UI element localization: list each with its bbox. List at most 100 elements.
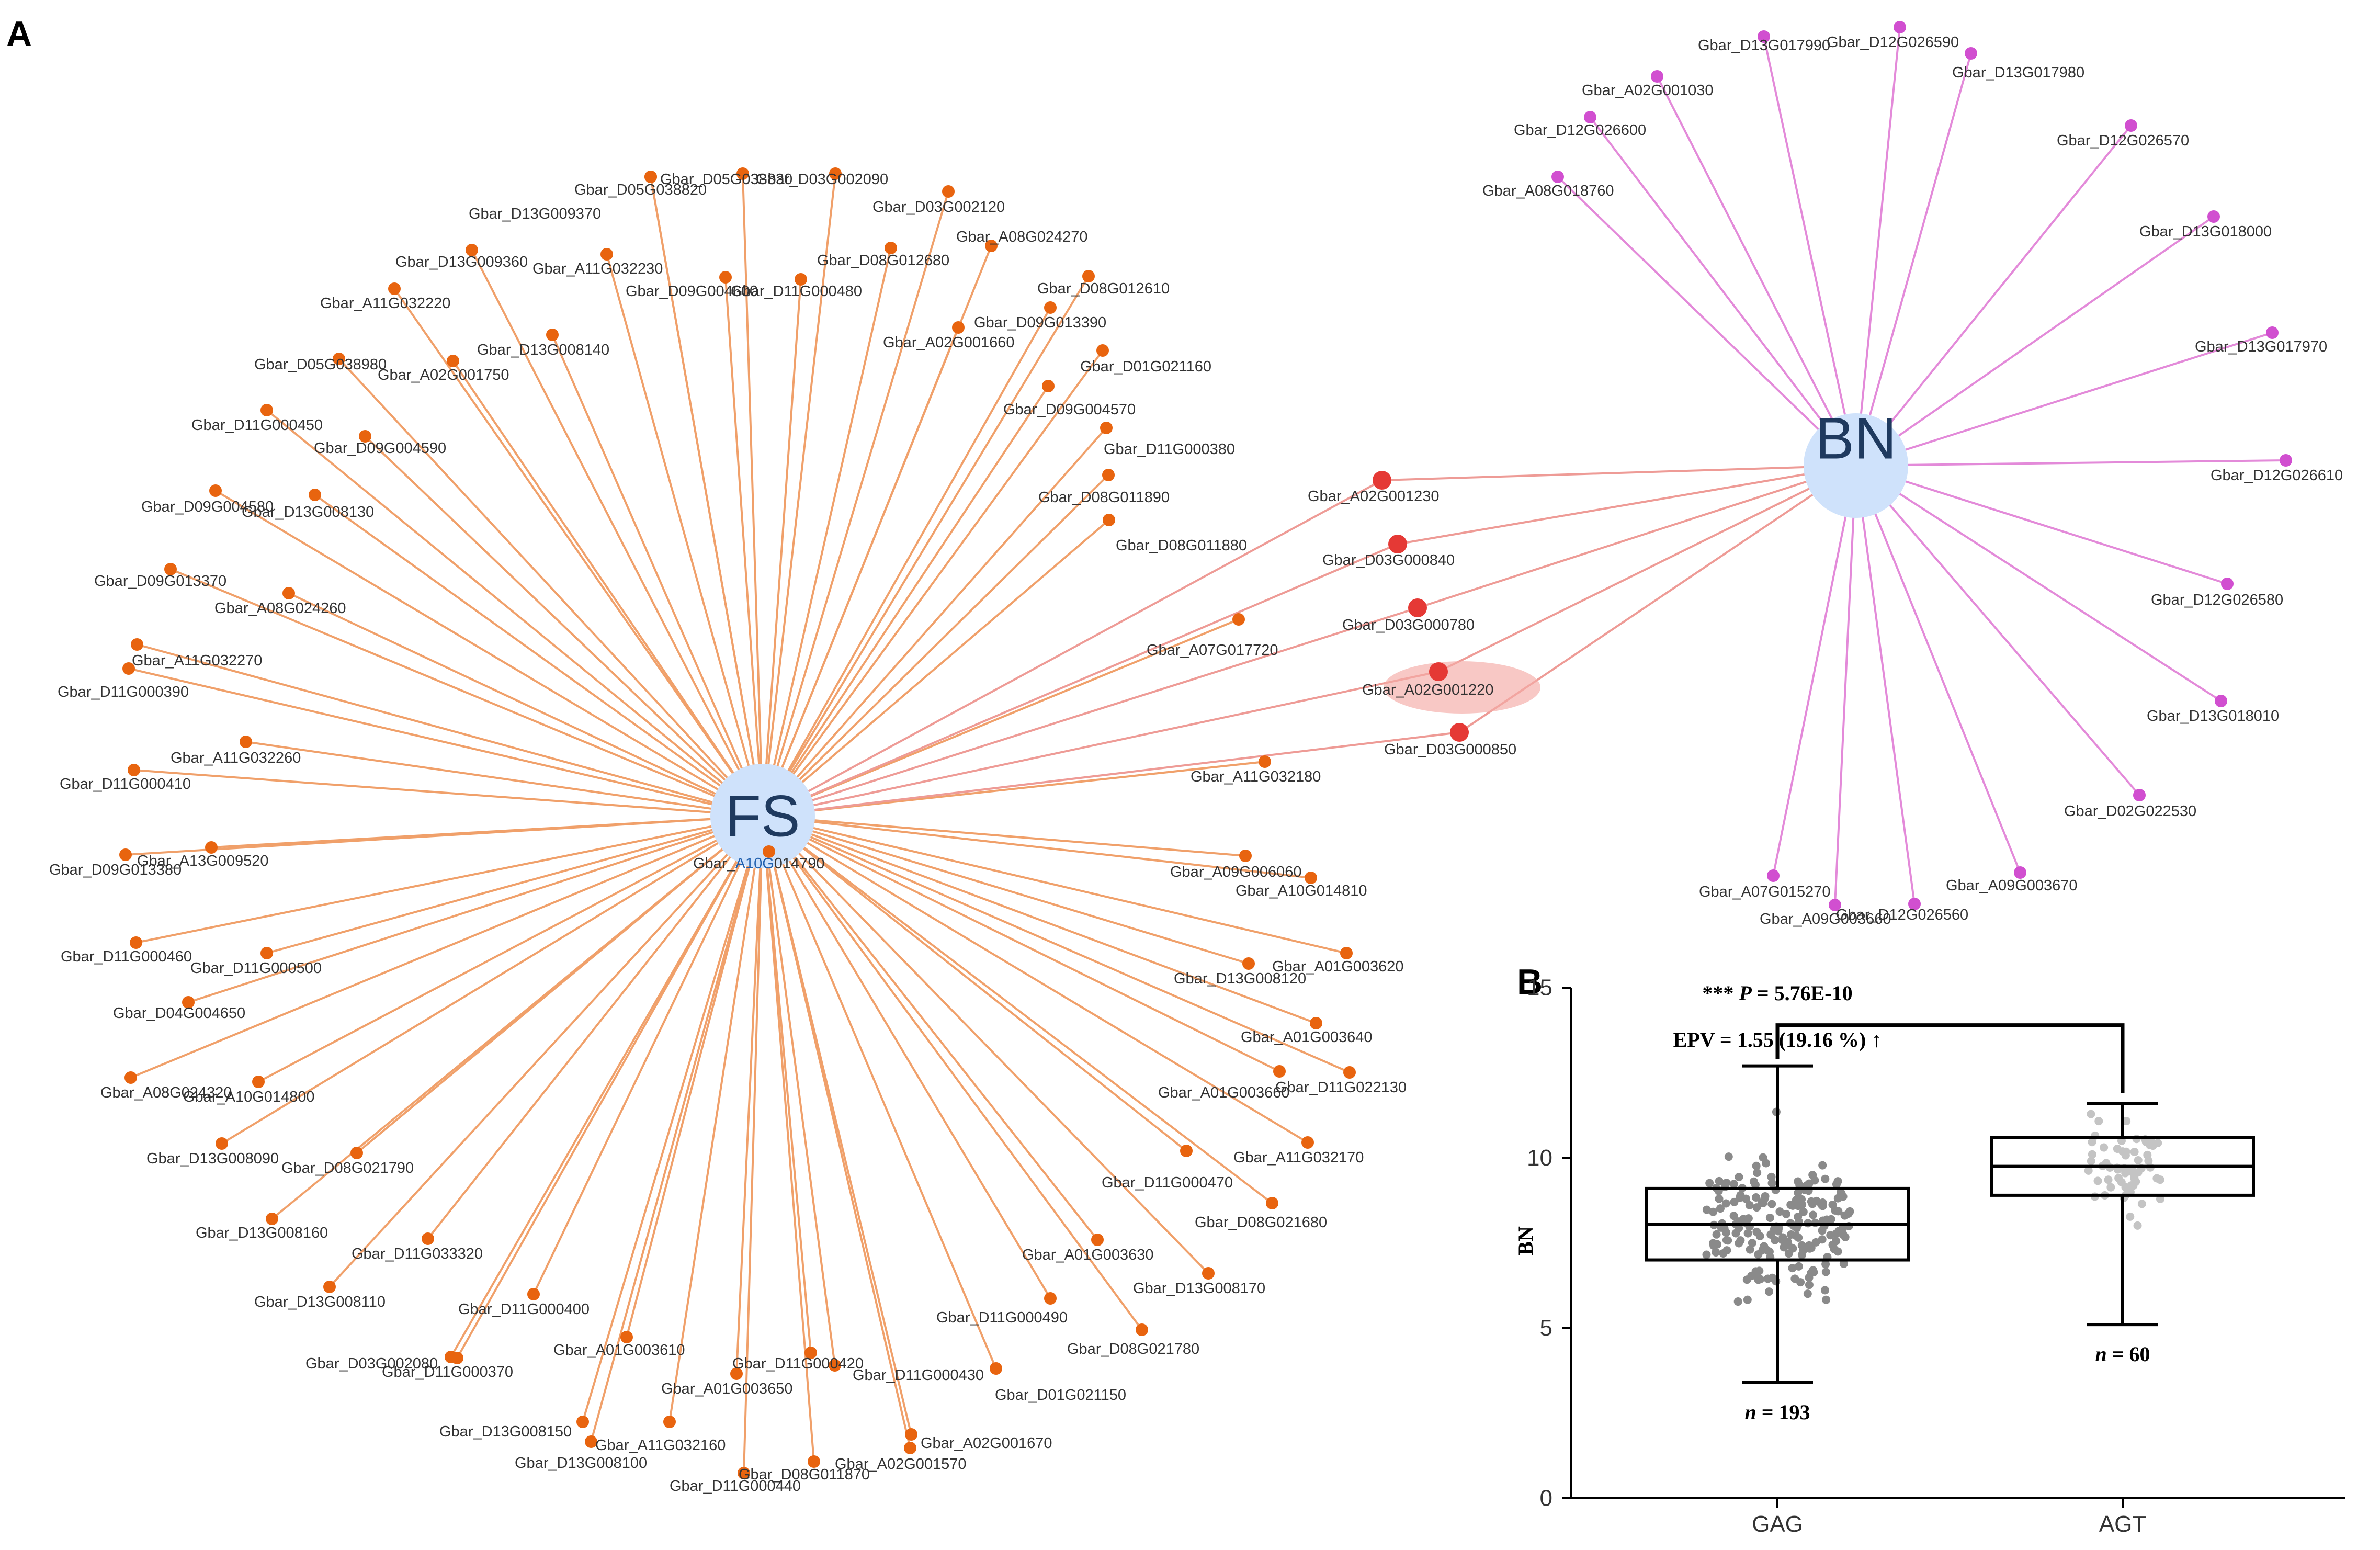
fs-gene-node[interactable] <box>1180 1145 1193 1157</box>
fs-gene-node[interactable] <box>1103 514 1115 526</box>
fs-gene-node[interactable] <box>904 1442 916 1454</box>
fs-gene-node[interactable] <box>620 1331 633 1343</box>
bn-gene-node[interactable] <box>1894 21 1906 33</box>
fs-gene-node[interactable] <box>252 1076 265 1088</box>
bn-gene-node[interactable] <box>2125 119 2137 132</box>
fs-gene-node[interactable] <box>309 489 321 501</box>
fs-gene-node[interactable] <box>124 1071 137 1084</box>
fs-gene-node[interactable] <box>663 1416 676 1428</box>
fs-gene-node[interactable] <box>985 240 998 252</box>
fs-gene-node[interactable] <box>736 167 749 180</box>
fs-gene-node[interactable] <box>359 430 371 443</box>
bn-gene-node[interactable] <box>1584 111 1596 123</box>
fs-gene-node[interactable] <box>128 764 140 776</box>
fs-gene-node[interactable] <box>527 1288 540 1300</box>
fs-gene-node[interactable] <box>808 1455 820 1468</box>
fs-gene-node[interactable] <box>829 1359 841 1372</box>
fs-gene-node[interactable] <box>422 1232 434 1245</box>
shared-gene-node[interactable] <box>1388 535 1407 553</box>
fs-gene-node[interactable] <box>829 167 842 180</box>
fs-gene-node[interactable] <box>1305 872 1317 884</box>
shared-gene-node[interactable] <box>1408 598 1427 617</box>
fs-gene-node[interactable] <box>1273 1065 1286 1078</box>
fs-gene-node[interactable] <box>119 848 132 861</box>
fs-gene-node[interactable] <box>205 841 218 854</box>
fs-gene-node[interactable] <box>266 1213 278 1225</box>
bn-gene-node[interactable] <box>1965 47 1977 60</box>
bn-gene-node[interactable] <box>1908 898 1921 910</box>
fs-gene-node[interactable] <box>260 947 273 959</box>
bn-gene-node[interactable] <box>1551 171 1564 183</box>
fs-gene-node[interactable] <box>1044 1292 1057 1305</box>
fs-gene-node[interactable] <box>1044 301 1057 314</box>
bn-hub-node[interactable] <box>1804 413 1908 518</box>
bn-gene-node[interactable] <box>2133 789 2146 801</box>
fs-gene-node[interactable] <box>1242 957 1255 970</box>
fs-gene-node[interactable] <box>1232 613 1245 626</box>
fs-gene-node[interactable] <box>804 1347 817 1359</box>
shared-gene-node[interactable] <box>1429 662 1448 681</box>
fs-gene-node[interactable] <box>1102 469 1115 481</box>
bn-gene-node[interactable] <box>2221 578 2234 590</box>
fs-gene-node[interactable] <box>1082 270 1095 282</box>
fs-gene-node[interactable] <box>1301 1136 1314 1149</box>
fs-gene-node[interactable] <box>1340 947 1353 959</box>
bn-gene-node[interactable] <box>2280 454 2292 467</box>
bn-gene-node[interactable] <box>2014 866 2026 879</box>
fs-gene-node[interactable] <box>1310 1017 1322 1029</box>
fs-gene-node[interactable] <box>466 244 478 256</box>
fs-center-gene-node[interactable] <box>763 845 775 858</box>
fs-gene-node[interactable] <box>1266 1197 1278 1209</box>
fs-gene-node[interactable] <box>164 563 177 575</box>
fs-gene-node[interactable] <box>333 353 345 365</box>
fs-gene-node[interactable] <box>546 329 559 341</box>
bn-gene-node[interactable] <box>1758 30 1770 43</box>
fs-gene-node[interactable] <box>209 484 222 497</box>
fs-gene-node[interactable] <box>447 355 459 367</box>
fs-gene-node[interactable] <box>576 1416 589 1428</box>
fs-gene-node[interactable] <box>719 271 732 284</box>
fs-gene-node[interactable] <box>216 1137 228 1150</box>
data-point <box>1831 1206 1840 1215</box>
fs-gene-node[interactable] <box>1259 755 1271 768</box>
fs-gene-node[interactable] <box>644 171 657 183</box>
fs-gene-node[interactable] <box>905 1428 917 1441</box>
fs-gene-node[interactable] <box>1343 1066 1356 1079</box>
fs-gene-node[interactable] <box>942 185 955 198</box>
shared-gene-node[interactable] <box>1450 723 1469 742</box>
fs-gene-node[interactable] <box>990 1362 1002 1375</box>
fs-gene-node[interactable] <box>1091 1234 1104 1246</box>
fs-gene-node[interactable] <box>282 587 295 599</box>
bn-gene-node[interactable] <box>2215 695 2227 707</box>
fs-gene-node[interactable] <box>130 936 142 949</box>
bn-gene-node[interactable] <box>2207 210 2220 223</box>
fs-gene-node[interactable] <box>885 242 897 254</box>
fs-gene-node[interactable] <box>1042 380 1055 392</box>
fs-gene-node[interactable] <box>600 248 613 261</box>
fs-gene-node[interactable] <box>260 404 273 416</box>
fs-gene-node[interactable] <box>131 638 143 651</box>
fs-gene-node[interactable] <box>388 282 401 295</box>
fs-hub-node[interactable] <box>710 764 815 868</box>
fs-gene-node[interactable] <box>795 273 807 286</box>
fs-gene-node[interactable] <box>1239 850 1252 862</box>
fs-gene-node[interactable] <box>730 1367 743 1380</box>
bn-gene-node[interactable] <box>1829 899 1841 911</box>
bn-gene-node[interactable] <box>1651 70 1663 83</box>
fs-gene-node[interactable] <box>1202 1267 1215 1280</box>
fs-gene-node[interactable] <box>182 996 195 1009</box>
fs-gene-node[interactable] <box>952 321 965 334</box>
fs-gene-node[interactable] <box>350 1147 363 1159</box>
fs-gene-node[interactable] <box>323 1281 336 1293</box>
fs-gene-node[interactable] <box>1136 1323 1148 1336</box>
fs-gene-node[interactable] <box>738 1467 750 1479</box>
shared-gene-node[interactable] <box>1373 471 1391 490</box>
fs-gene-node[interactable] <box>451 1352 463 1364</box>
fs-gene-node[interactable] <box>122 662 135 675</box>
bn-gene-node[interactable] <box>1767 869 1780 882</box>
fs-gene-node[interactable] <box>1096 344 1109 357</box>
bn-gene-node[interactable] <box>2266 326 2279 339</box>
fs-gene-node[interactable] <box>240 736 252 748</box>
fs-gene-node[interactable] <box>1100 422 1113 434</box>
fs-gene-node[interactable] <box>585 1435 597 1448</box>
